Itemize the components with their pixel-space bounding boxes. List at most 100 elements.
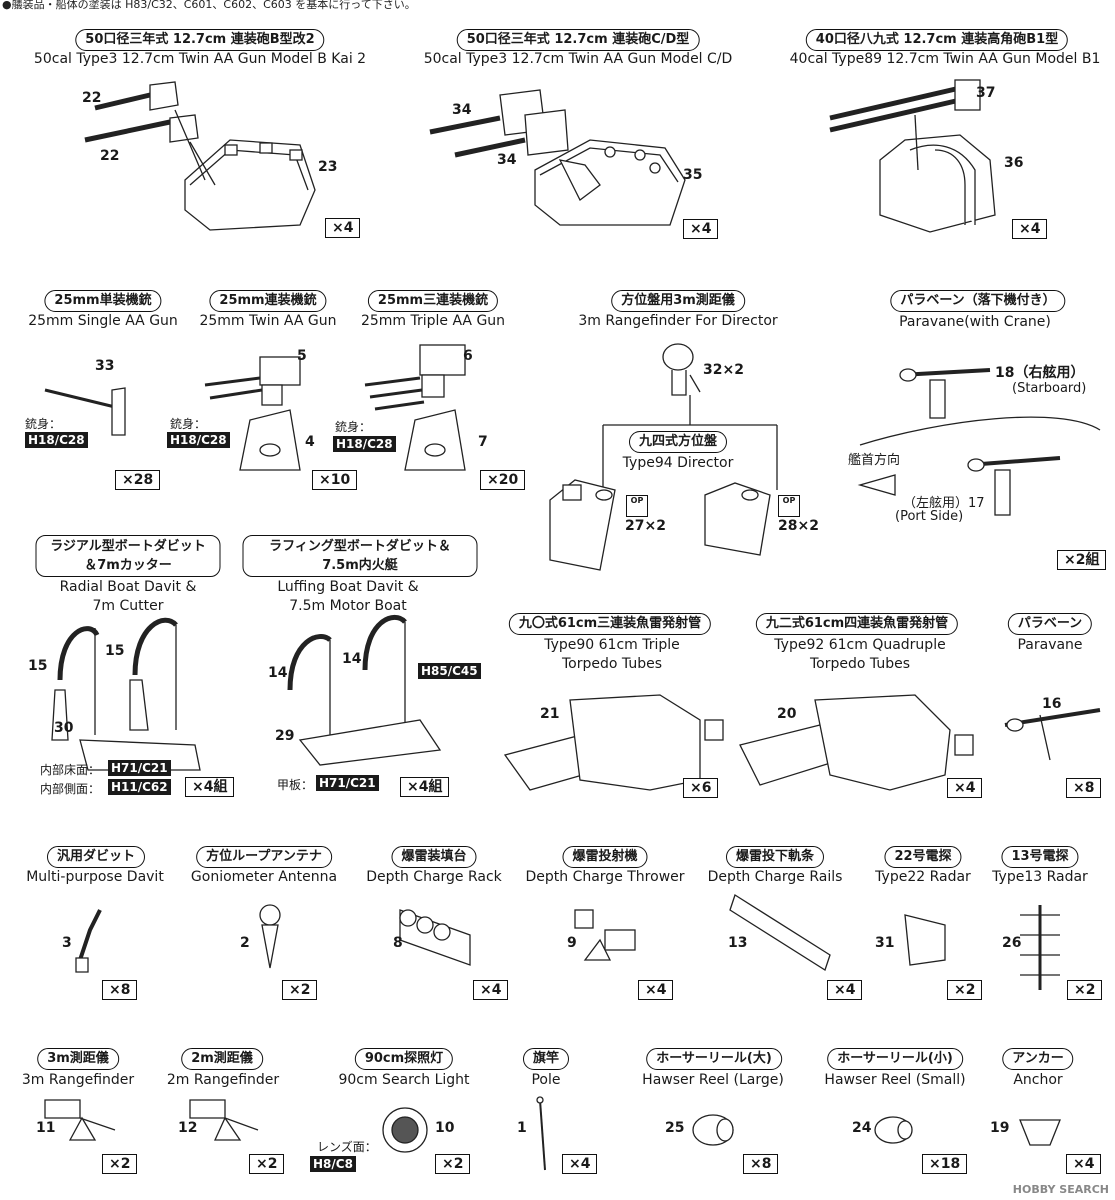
pole-en: Pole: [531, 1072, 561, 1088]
part-5: 5: [297, 348, 307, 364]
part-8: 8: [393, 935, 403, 951]
aa-twin-label: 銃身：: [170, 417, 207, 431]
paravane-crane-qty: ×2組: [1057, 550, 1107, 570]
gun-b-qty: ×4: [325, 218, 361, 238]
gun-b-jp: 50口径三年式 12.7cm 連装砲B型改2: [75, 29, 325, 51]
paint-note: ●艤装品・船体の塗装は H83/C32、C601、C602、C603 を基本に行…: [2, 0, 416, 11]
part-34a: 34: [452, 102, 472, 118]
part-7: 7: [478, 434, 488, 450]
rf3m-qty: ×2: [102, 1154, 138, 1174]
hawser-small-jp: ホーサーリール(小): [827, 1048, 963, 1070]
rf2m-jp: 2m測距儀: [181, 1048, 263, 1070]
part-16: 16: [1042, 696, 1062, 712]
radar22-qty: ×2: [947, 980, 983, 1000]
mp-davit-en: Multi-purpose Davit: [26, 869, 164, 885]
part-24: 24: [852, 1120, 872, 1136]
part-15a: 15: [28, 658, 48, 674]
paravane-jp: パラベーン: [1007, 613, 1093, 635]
bow-direction: 艦首方向: [848, 453, 901, 468]
gun-b-drawing: [84, 81, 316, 231]
type94-jp: 九四式方位盤: [628, 431, 728, 453]
pole-qty: ×4: [562, 1154, 598, 1174]
part-20: 20: [777, 706, 797, 722]
part-1: 1: [517, 1120, 527, 1136]
part-2: 2: [240, 935, 250, 951]
part-33: 33: [95, 358, 115, 374]
radial-davit-en: Radial Boat Davit & 7m Cutter: [59, 579, 197, 614]
part-34b: 34: [497, 152, 517, 168]
part-25: 25: [665, 1120, 685, 1136]
aa-single-en: 25mm Single AA Gun: [28, 313, 178, 329]
rf-director-jp: 方位盤用3m測距儀: [611, 290, 745, 312]
gun-cd-qty: ×4: [683, 219, 719, 239]
dc-thrower-en: Depth Charge Thrower: [525, 869, 685, 885]
dc-rails-jp: 爆雷投下軌条: [725, 846, 825, 868]
paravane-crane-en: Paravane(with Crane): [899, 314, 1051, 330]
searchlight-qty: ×2: [435, 1154, 471, 1174]
part-31: 31: [875, 935, 895, 951]
aa-triple-label: 銃身：: [335, 420, 372, 434]
rf2m-en: 2m Rangefinder: [166, 1072, 280, 1088]
paravane-crane-drawing: [857, 368, 1101, 516]
gun-cd-drawing: [429, 89, 686, 226]
anchor-qty: ×4: [1066, 1154, 1102, 1174]
hawser-small-qty: ×18: [922, 1154, 968, 1174]
part-6: 6: [463, 348, 473, 364]
hawser-small-en: Hawser Reel (Small): [824, 1072, 966, 1088]
type94-en: Type94 Director: [622, 455, 734, 471]
aa-twin-paint: H18/C28: [167, 432, 230, 448]
torp90-jp: 九〇式61cm三連装魚雷発射管: [508, 613, 712, 635]
part-29: 29: [275, 728, 295, 744]
op-icon-28: OP: [778, 495, 800, 517]
radial-l1: 内部床面：: [40, 763, 101, 777]
torp92-en: Type92 61cm Quadruple Torpedo Tubes: [774, 637, 946, 672]
hawser-large-en: Hawser Reel (Large): [642, 1072, 784, 1088]
aa-twin-jp: 25mm連装機銃: [209, 290, 327, 312]
davits-drawing: [51, 615, 442, 771]
part-14a: 14: [268, 665, 288, 681]
part-10: 10: [435, 1120, 455, 1136]
part-15b: 15: [105, 643, 125, 659]
aa-triple-qty: ×20: [480, 470, 526, 490]
row5-drawing: [44, 1096, 1061, 1171]
rf-director-en: 3m Rangefinder For Director: [578, 313, 778, 329]
part-11: 11: [36, 1120, 56, 1136]
aa-triple-en: 25mm Triple AA Gun: [360, 313, 506, 329]
paravane-en: Paravane: [1017, 637, 1083, 653]
luffing-paint: H85/C45: [418, 663, 481, 679]
radar13-qty: ×2: [1067, 980, 1103, 1000]
part-21: 21: [540, 706, 560, 722]
torp92-qty: ×4: [947, 778, 983, 798]
searchlight-jp: 90cm探照灯: [354, 1048, 454, 1070]
paravane-qty: ×8: [1066, 778, 1102, 798]
part-3: 3: [62, 935, 72, 951]
part-19: 19: [990, 1120, 1010, 1136]
part-23: 23: [318, 159, 338, 175]
radar13-en: Type13 Radar: [992, 869, 1088, 885]
searchlight-paint: H8/C8: [310, 1156, 356, 1172]
dc-rails-qty: ×4: [827, 980, 863, 1000]
part-35: 35: [683, 167, 703, 183]
aa-triple-paint: H18/C28: [333, 436, 396, 452]
dc-rack-en: Depth Charge Rack: [366, 869, 502, 885]
part-17-en: (Port Side): [895, 509, 964, 524]
part-12: 12: [178, 1120, 198, 1136]
row4-drawing: [75, 894, 1060, 990]
torp92-jp: 九二式61cm四連装魚雷発射管: [755, 613, 959, 635]
radial-davit-jp: ラジアル型ボートダビット＆7mカッター: [35, 535, 221, 577]
dc-rails-en: Depth Charge Rails: [707, 869, 843, 885]
gun-b1-en: 40cal Type89 12.7cm Twin AA Gun Model B1: [789, 51, 1101, 67]
gun-b1-jp: 40口径八九式 12.7cm 連装高角砲B1型: [805, 29, 1069, 51]
gonio-jp: 方位ループアンテナ: [196, 846, 332, 868]
part-22b: 22: [100, 148, 120, 164]
part-27: 27×2: [625, 518, 666, 534]
hawser-large-qty: ×8: [743, 1154, 779, 1174]
director-drawing: [549, 343, 778, 571]
gun-cd-en: 50cal Type3 12.7cm Twin AA Gun Model C/D: [423, 51, 733, 67]
luffing-davit-en: Luffing Boat Davit & 7.5m Motor Boat: [277, 579, 419, 614]
aa-twin-qty: ×10: [312, 470, 358, 490]
aa-single-jp: 25mm単装機銃: [44, 290, 162, 312]
radar22-en: Type22 Radar: [875, 869, 971, 885]
gun-cd-jp: 50口径三年式 12.7cm 連装砲C/D型: [456, 29, 700, 51]
dc-thrower-qty: ×4: [638, 980, 674, 1000]
